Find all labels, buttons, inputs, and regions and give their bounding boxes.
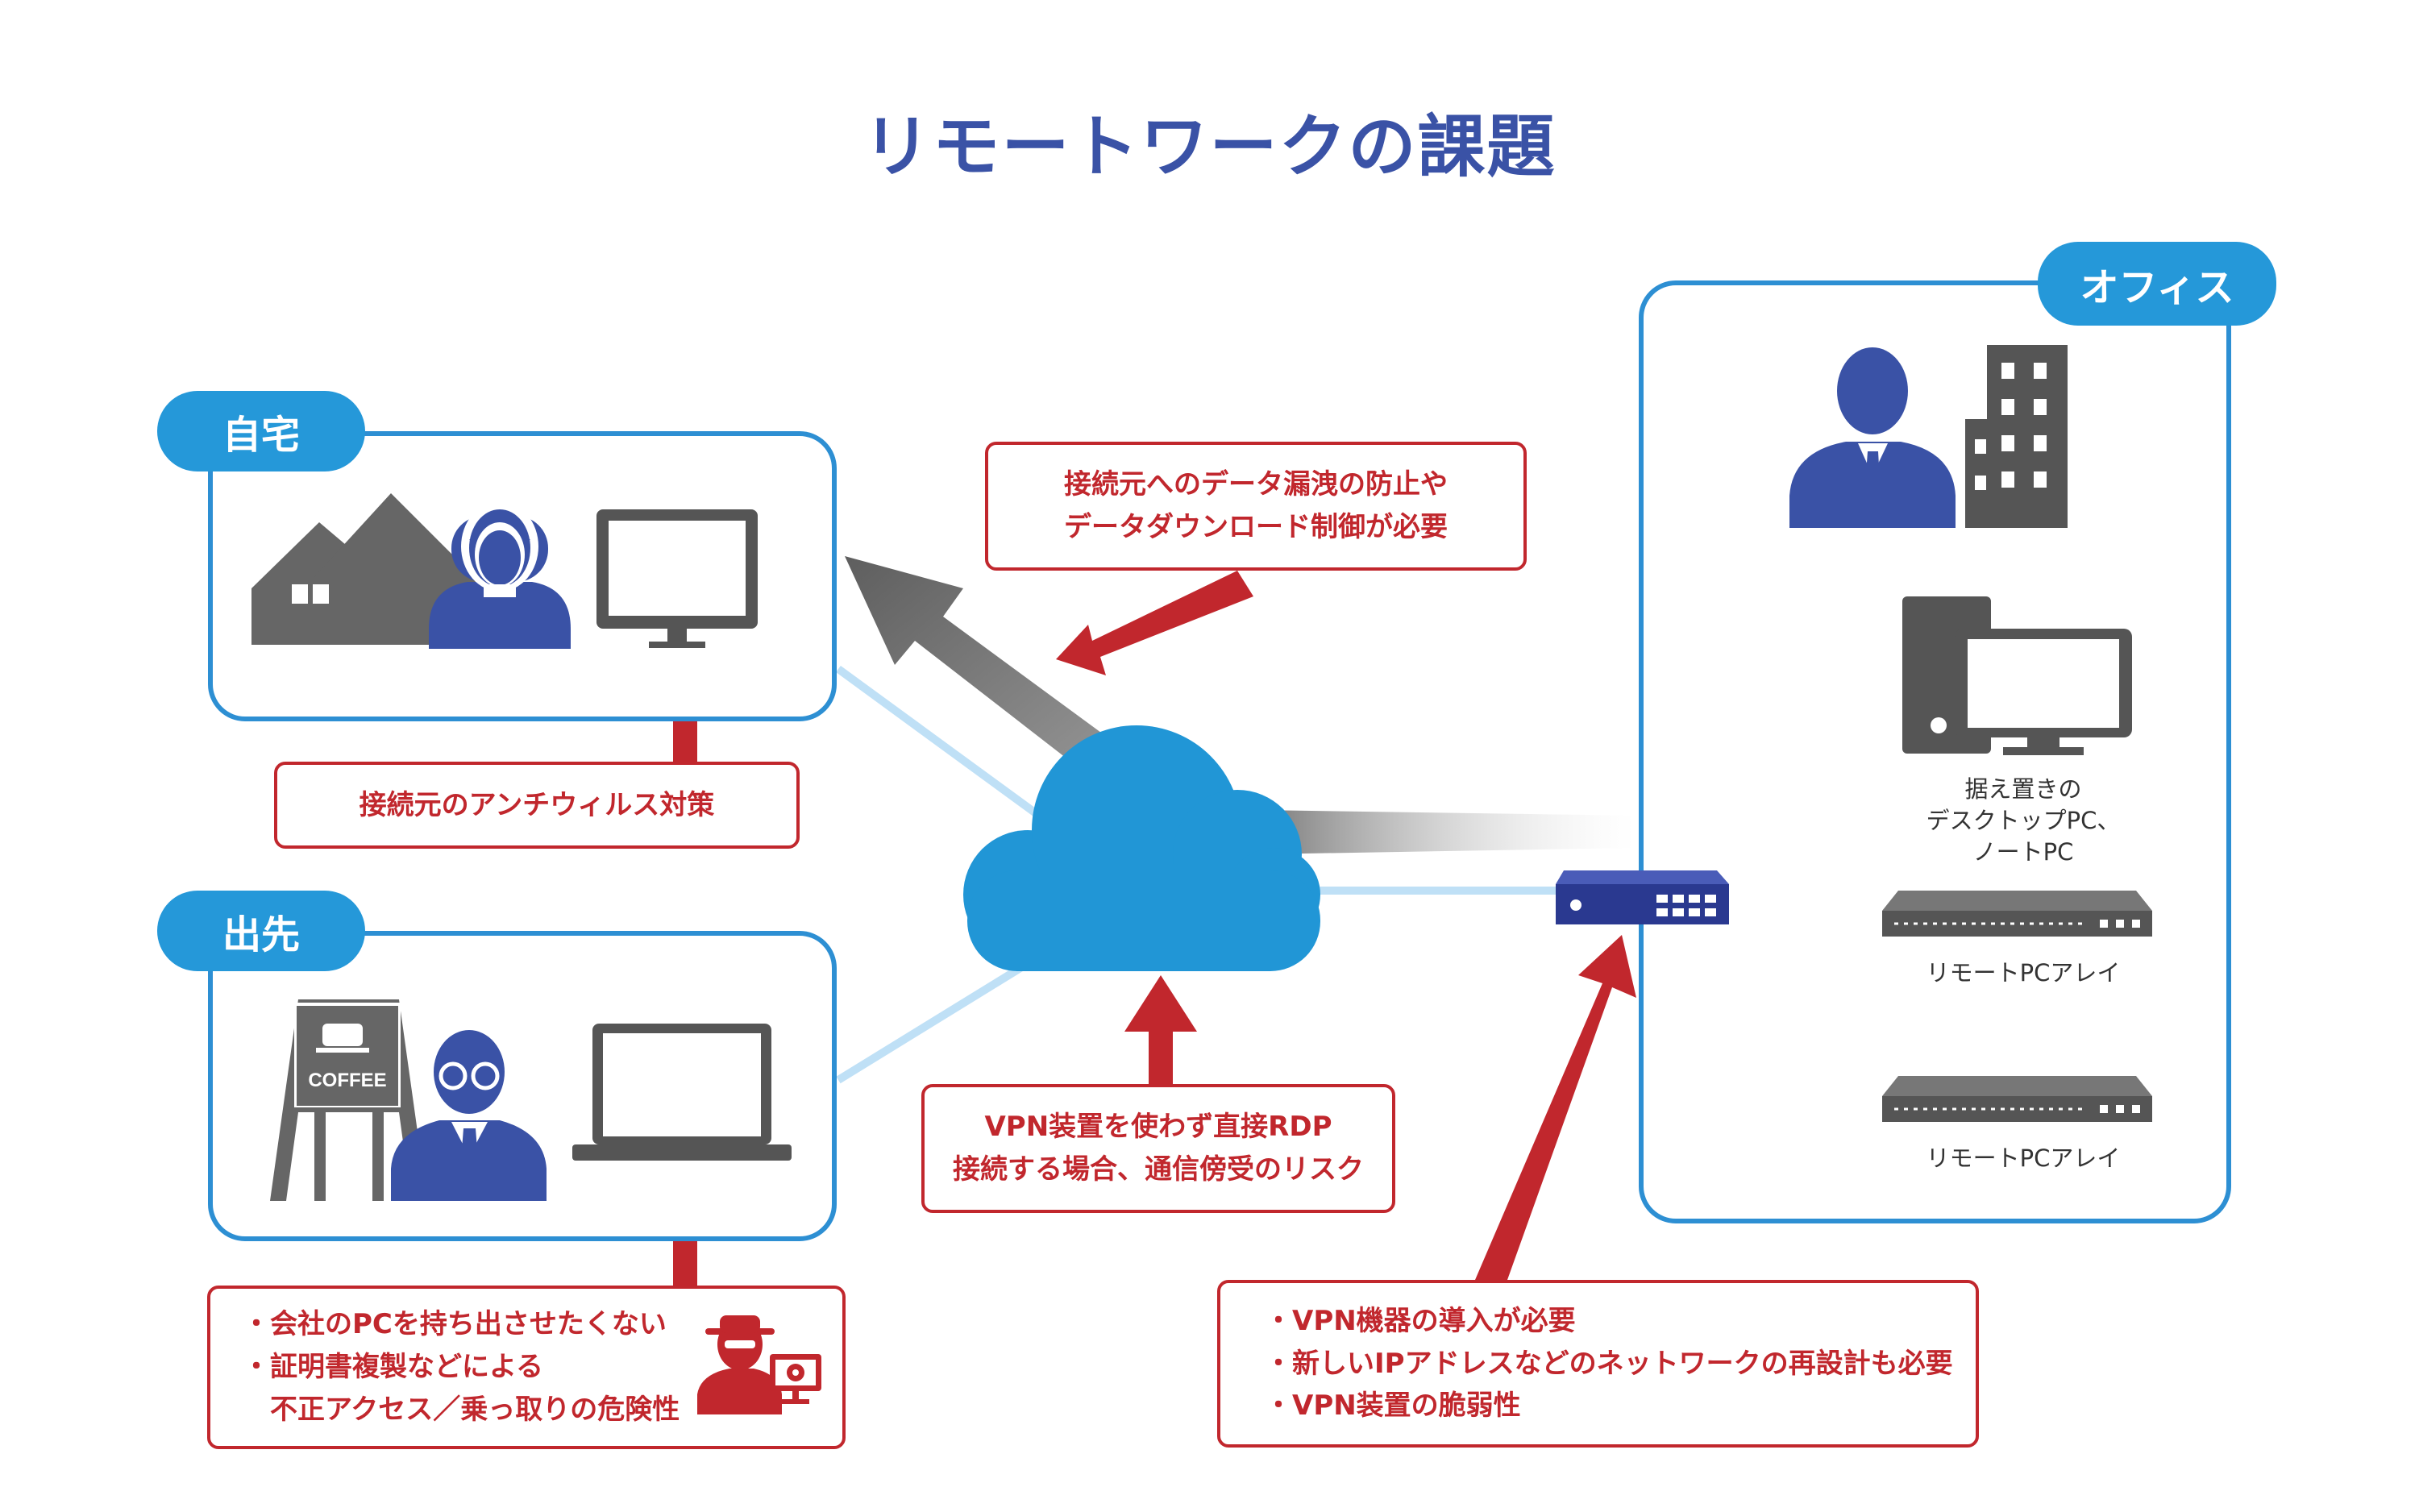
callout-line: ・VPN機器の導入が必要 [1265, 1304, 1576, 1337]
outside-icons: COFFEE [270, 999, 792, 1201]
download-arrow [845, 556, 1141, 794]
direct-rdp-callout: VPN装置を使わず直接RDP 接続する場合、通信傍受のリスク [921, 1084, 1395, 1213]
rdp-arrow [1124, 975, 1197, 1084]
desktop-pc-icon [1902, 596, 2132, 755]
callout-line: ・会社のPCを持ち出させたくない [243, 1308, 667, 1341]
data-flow-band [1257, 810, 1636, 854]
office-building-icon [1965, 345, 2068, 528]
house-icon [251, 493, 476, 645]
page-title: リモートワークの課題 [862, 107, 1557, 186]
home-icons [251, 493, 758, 649]
coffee-sign-text: COFFEE [308, 1070, 386, 1091]
laptop-icon [572, 1024, 792, 1161]
callout-line: 接続元のアンチウィルス対策 [359, 788, 715, 821]
remote-pc-array-label: リモートPCアレイ [1926, 1144, 2121, 1172]
home-region-tag: 自宅 [157, 391, 365, 471]
data-leak-callout: 接続元へのデータ漏洩の防止や データダウンロード制御が必要 [985, 442, 1527, 571]
monitor-icon [596, 509, 758, 648]
vpn-callout: ・VPN機器の導入が必要 ・新しいIPアドレスなどのネットワークの再設計も必要 … [1217, 1280, 1979, 1448]
callout-line: 接続元へのデータ漏洩の防止や [1064, 468, 1448, 501]
desktop-pc-label-line: デスクトップPC、 [1926, 807, 2121, 835]
businessman-icon [1789, 347, 1956, 528]
callout-line: VPN装置を使わず直接RDP [984, 1111, 1332, 1144]
home-link-line [836, 665, 1050, 826]
remote-pc-array-icon [1882, 1076, 2152, 1122]
data-leak-arrow [1056, 571, 1253, 675]
office-region-tag: オフィス [2038, 242, 2276, 326]
callout-line: 不正アクセス／乗っ取りの危険性 [243, 1393, 680, 1426]
desktop-pc-label-line: ノートPC [1972, 838, 2074, 866]
office-icons [1789, 345, 2068, 528]
man-with-glasses-icon [391, 1030, 547, 1201]
callout-line: ・VPN装置の脆弱性 [1265, 1389, 1521, 1423]
vpn-router-icon [1556, 870, 1729, 924]
outside-link-line [836, 947, 1050, 1084]
callout-line: ・証明書複製などによる [243, 1351, 543, 1384]
remote-pc-array-label: リモートPCアレイ [1926, 959, 2121, 987]
remote-pc-array-icon [1882, 891, 2152, 937]
outside-region-tag: 出先 [157, 891, 365, 971]
woman-user-icon [429, 501, 571, 649]
vpn-arrow [1475, 935, 1636, 1280]
desktop-pc-label-line: 据え置きの [1964, 775, 2082, 803]
coffee-signboard-icon: COFFEE [270, 999, 427, 1201]
antivirus-callout: 接続元のアンチウィルス対策 [274, 762, 800, 849]
callout-line: データダウンロード制御が必要 [1064, 511, 1448, 543]
cloud-icon [963, 725, 1320, 971]
hacker-icon [697, 1315, 821, 1414]
callout-line: 接続する場合、通信傍受のリスク [953, 1153, 1364, 1186]
callout-line: ・新しいIPアドレスなどのネットワークの再設計も必要 [1265, 1347, 1953, 1380]
desktop-pc-label: 据え置きの デスクトップPC、 ノートPC [1894, 774, 2152, 868]
